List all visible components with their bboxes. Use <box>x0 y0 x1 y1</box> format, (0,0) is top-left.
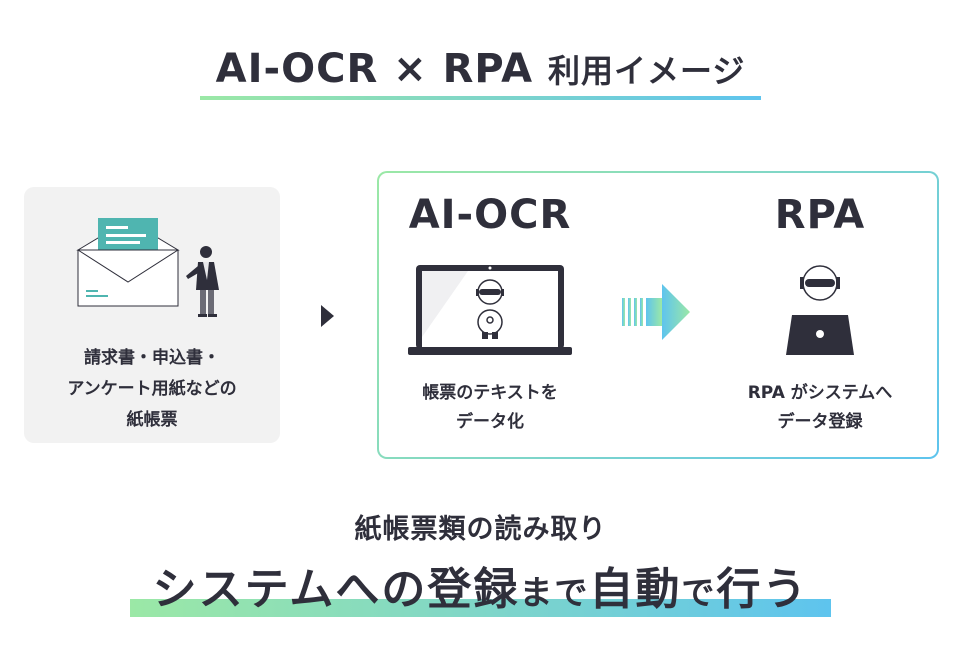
title-main: AI-OCR × RPA <box>215 46 534 92</box>
envelope-person-illustration <box>76 218 219 317</box>
paper-forms-text: 請求書・申込書・ アンケート用紙などの 紙帳票 <box>24 343 280 436</box>
paper-forms-line: 紙帳票 <box>126 410 178 430</box>
rpa-desc-line: RPA がシステムへ <box>747 383 893 403</box>
ai-ocr-desc-line: 帳票のテキストを <box>422 383 558 403</box>
bottom-headline: システムへの登録まで自動で行う <box>0 553 961 617</box>
bottom-subheading: 紙帳票類の読み取り <box>354 514 607 545</box>
headline-part: システムへの <box>152 564 428 615</box>
rpa-desc-line: データ登録 <box>777 412 863 432</box>
laptop-robot-icon <box>408 265 572 355</box>
headline-part: 行う <box>716 564 809 615</box>
businessperson-icon <box>186 246 219 317</box>
title-sub: 利用イメージ <box>547 52 746 90</box>
envelope-icon <box>76 218 180 307</box>
play-arrow-icon <box>321 305 334 327</box>
ai-ocr-desc-line: データ化 <box>456 412 524 432</box>
rpa-title: RPA <box>774 192 866 238</box>
page-title: AI-OCR × RPA 利用イメージ <box>0 40 961 100</box>
ai-ocr-title: AI-OCR <box>408 192 572 238</box>
robot-icon <box>476 279 504 339</box>
headline-part: で <box>681 573 717 612</box>
headline-part: 自動 <box>589 564 682 615</box>
headline-part: 登録 <box>427 564 520 615</box>
arrow-right-icon <box>622 284 690 340</box>
ai-ocr-description: 帳票のテキストを データ化 <box>390 379 590 437</box>
rpa-description: RPA がシステムへ データ登録 <box>720 379 920 437</box>
title-text: AI-OCR × RPA 利用イメージ <box>216 40 746 100</box>
paper-forms-line: 請求書・申込書・ <box>84 348 220 368</box>
robot-laptop-icon <box>786 265 854 355</box>
paper-forms-line: アンケート用紙などの <box>67 379 237 399</box>
bottom-underline <box>130 599 831 617</box>
headline-part: まで <box>519 573 590 612</box>
title-underline <box>200 96 761 100</box>
